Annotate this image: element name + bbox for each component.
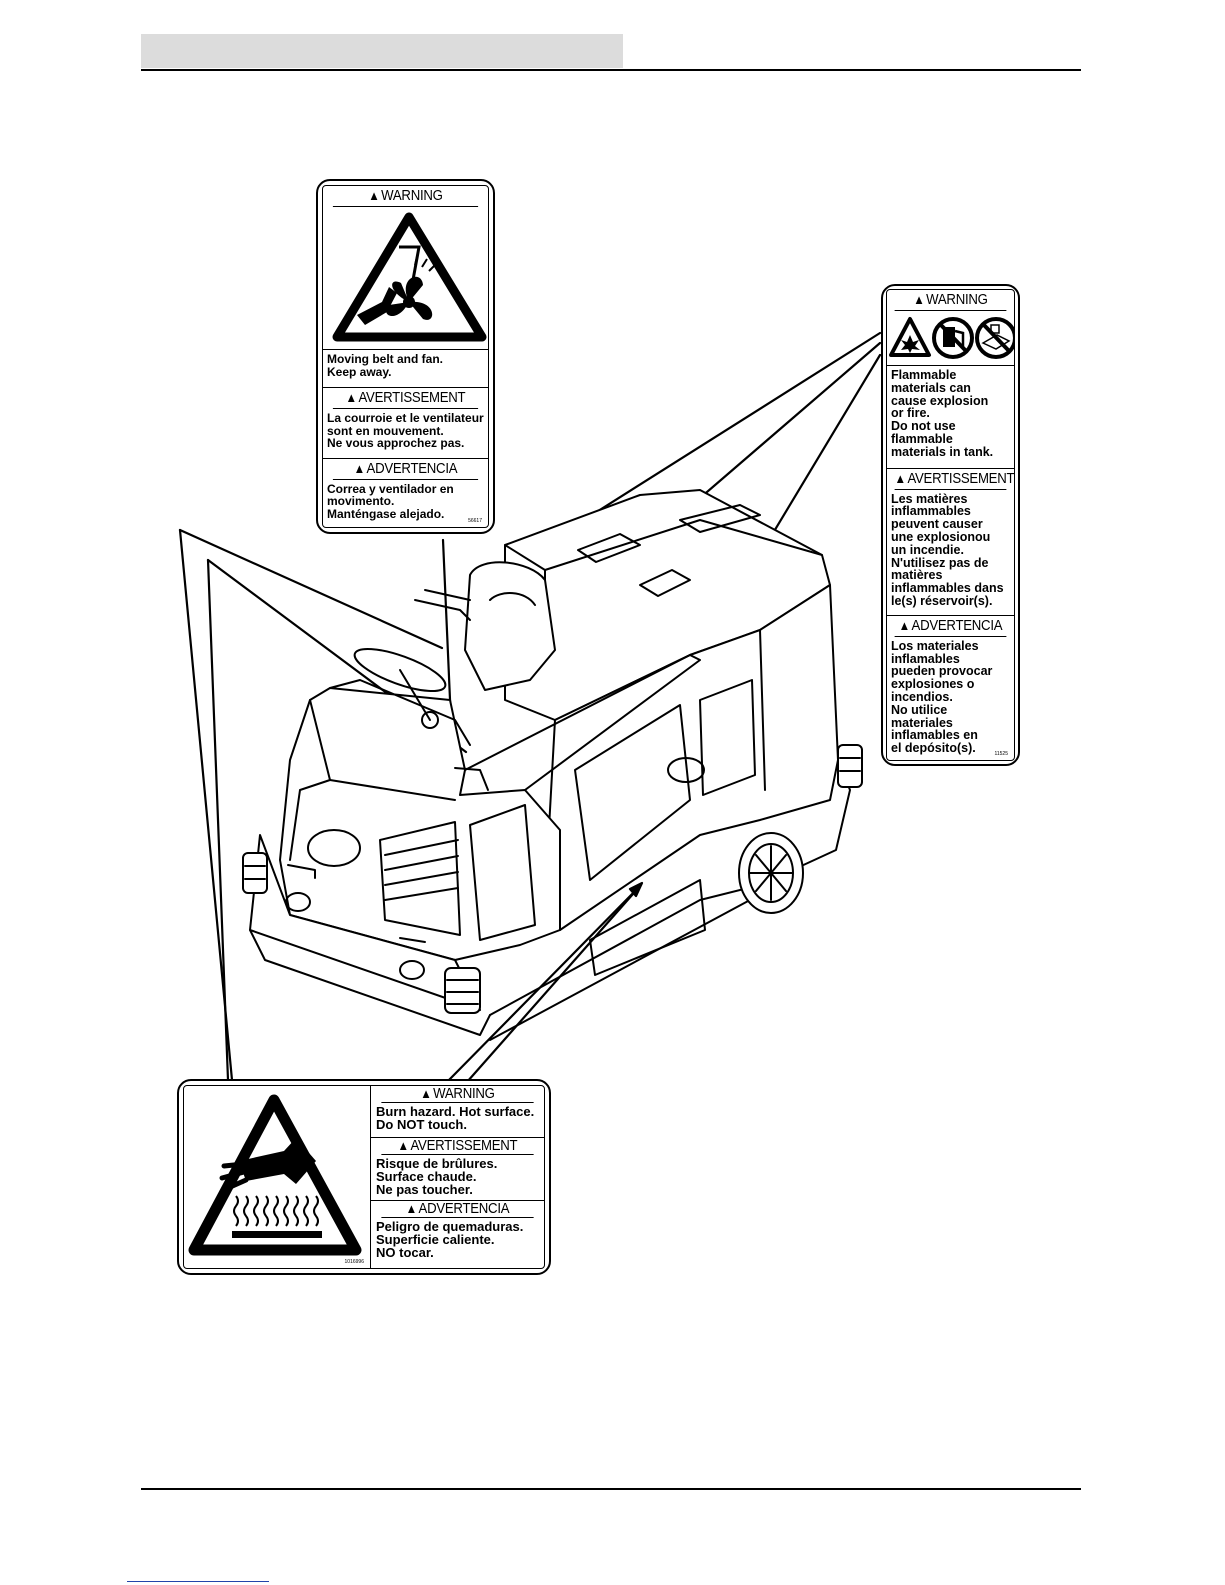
advertencia-header: ▲ADVERTENCIA (381, 1201, 534, 1218)
warning-header: ▲WARNING (332, 186, 479, 207)
warning-message: Burn hazard. Hot surface. Do NOT touch. (376, 1104, 535, 1132)
label-code: 1016996 (344, 1259, 364, 1265)
warning-triangle-icon: ▲ (397, 1138, 409, 1153)
advertencia-message: Los materiales inflamables pueden provoc… (891, 638, 993, 756)
warning-message: Flammable materials can cause explosion … (891, 368, 994, 459)
advertencia-header: ▲ADVERTENCIA (332, 459, 479, 480)
flammable-warning-label: ▲WARNING (881, 284, 1020, 766)
flammable-pictograms (887, 311, 1014, 366)
label-code: 11525 (994, 751, 1008, 757)
avertissement-message: Risque de brûlures. Surface chaude. Ne p… (376, 1156, 498, 1197)
warning-header: ▲WARNING (381, 1086, 534, 1103)
warning-triangle-icon: ▲ (420, 1086, 432, 1101)
advertencia-message: Correa y ventilador en movimento. Mantén… (327, 481, 454, 521)
avertissement-header: ▲AVERTISSEMENT (894, 469, 1014, 490)
hot-surface-icon (188, 1094, 362, 1256)
no-flame-icon (975, 317, 1014, 359)
warning-triangle-icon: ▲ (913, 292, 925, 307)
avertissement-message: La courroie et le ventilateur sont en mo… (327, 411, 484, 450)
no-fuel-icon (932, 317, 974, 359)
fan-hazard-pictogram (323, 207, 488, 350)
warning-triangle-icon: ▲ (353, 460, 365, 476)
advertencia-message: Peligro de quemaduras. Superficie calien… (376, 1219, 524, 1260)
fan-warning-label: ▲WARNING Moving belt and fan. Keep away.… (316, 179, 495, 534)
label-code: 56617 (468, 518, 482, 524)
avertissement-header: ▲AVERTISSEMENT (381, 1138, 534, 1155)
warning-message: Moving belt and fan. Keep away. (327, 352, 443, 379)
advertencia-header: ▲ADVERTENCIA (894, 616, 1007, 637)
warning-triangle-icon: ▲ (898, 617, 910, 633)
machine-body (242, 489, 863, 1041)
header-bar (141, 34, 623, 68)
explosion-icon (889, 317, 931, 357)
footer-rule (141, 1488, 1081, 1490)
burn-warning-label: 1016996 ▲WARNING Burn hazard. Hot surfac… (177, 1079, 551, 1275)
warning-triangle-icon: ▲ (405, 1201, 417, 1216)
burn-pictogram: 1016996 (184, 1086, 371, 1268)
warning-triangle-icon: ▲ (368, 188, 380, 203)
warning-triangle-icon: ▲ (345, 390, 357, 405)
fan-hazard-icon (332, 212, 487, 342)
warning-triangle-icon: ▲ (894, 470, 906, 486)
avertissement-header: ▲AVERTISSEMENT (332, 388, 479, 409)
footer-link (127, 1581, 269, 1582)
avertissement-message: Les matières inflammables peuvent causer… (891, 491, 1004, 608)
header-rule (141, 69, 1081, 71)
warning-header: ▲WARNING (894, 290, 1007, 311)
